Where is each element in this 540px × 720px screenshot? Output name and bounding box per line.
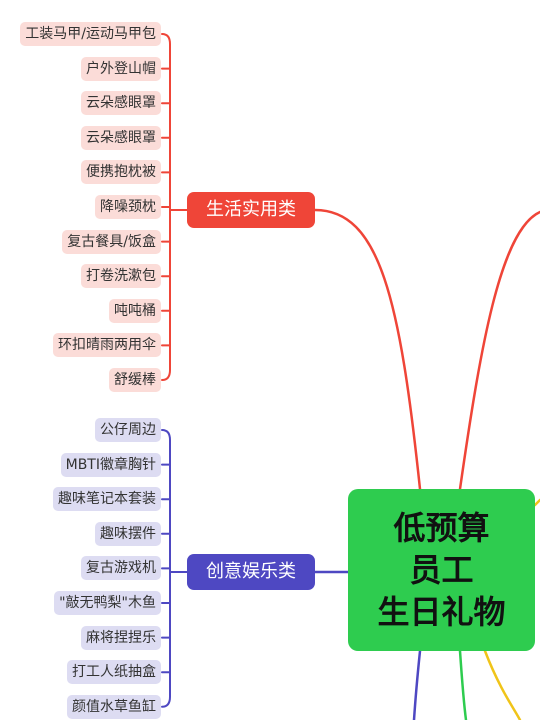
leaf-node[interactable]: 趣味摆件 (95, 521, 161, 546)
central-topic-line: 生日礼物 (377, 593, 506, 631)
leaf-node[interactable]: 麻将捏捏乐 (81, 625, 161, 650)
leaf-node[interactable]: 趣味笔记本套装 (53, 487, 161, 512)
offscreen-connector (412, 649, 422, 720)
leaf-node[interactable]: 颜值水草鱼缸 (67, 694, 161, 719)
leaf-node[interactable]: 降噪颈枕 (95, 195, 161, 219)
leaf-node[interactable]: 复古游戏机 (81, 556, 161, 581)
leaf-node[interactable]: 工装马甲/运动马甲包 (20, 22, 161, 46)
leaf-node[interactable]: 复古餐具/饭盒 (62, 229, 161, 254)
central-topic[interactable]: 低预算 员工 生日礼物 (348, 489, 535, 651)
leaf-node[interactable]: 打卷洗漱包 (81, 264, 161, 289)
leaf-node[interactable]: 舒缓棒 (109, 368, 161, 392)
central-topic-line: 低预算 (393, 509, 490, 547)
category-node[interactable]: 创意娱乐类 (187, 554, 315, 590)
offscreen-connector (458, 210, 540, 491)
offscreen-connector (483, 649, 522, 720)
leaf-node[interactable]: 打工人纸抽盒 (67, 660, 161, 685)
leaf-node[interactable]: MBTI徽章胸针 (60, 452, 161, 477)
leaf-node[interactable]: 户外登山帽 (81, 56, 161, 81)
leaf-node[interactable]: "敲无鸭梨"木鱼 (54, 591, 161, 615)
branch-to-center-connector (313, 208, 422, 491)
category-node[interactable]: 生活实用类 (187, 192, 315, 228)
offscreen-connector (458, 649, 468, 720)
leaf-node[interactable]: 云朵感眼罩 (81, 91, 161, 116)
leaf-node[interactable]: 云朵感眼罩 (81, 125, 161, 150)
leaf-node[interactable]: 环扣晴雨两用伞 (53, 333, 161, 358)
leaf-node[interactable]: 公仔周边 (95, 418, 161, 442)
central-topic-line: 员工 (409, 551, 474, 589)
leaf-node[interactable]: 吨吨桶 (109, 298, 161, 323)
leaf-node[interactable]: 便携抱枕被 (81, 160, 161, 185)
offscreen-connector (533, 498, 540, 507)
